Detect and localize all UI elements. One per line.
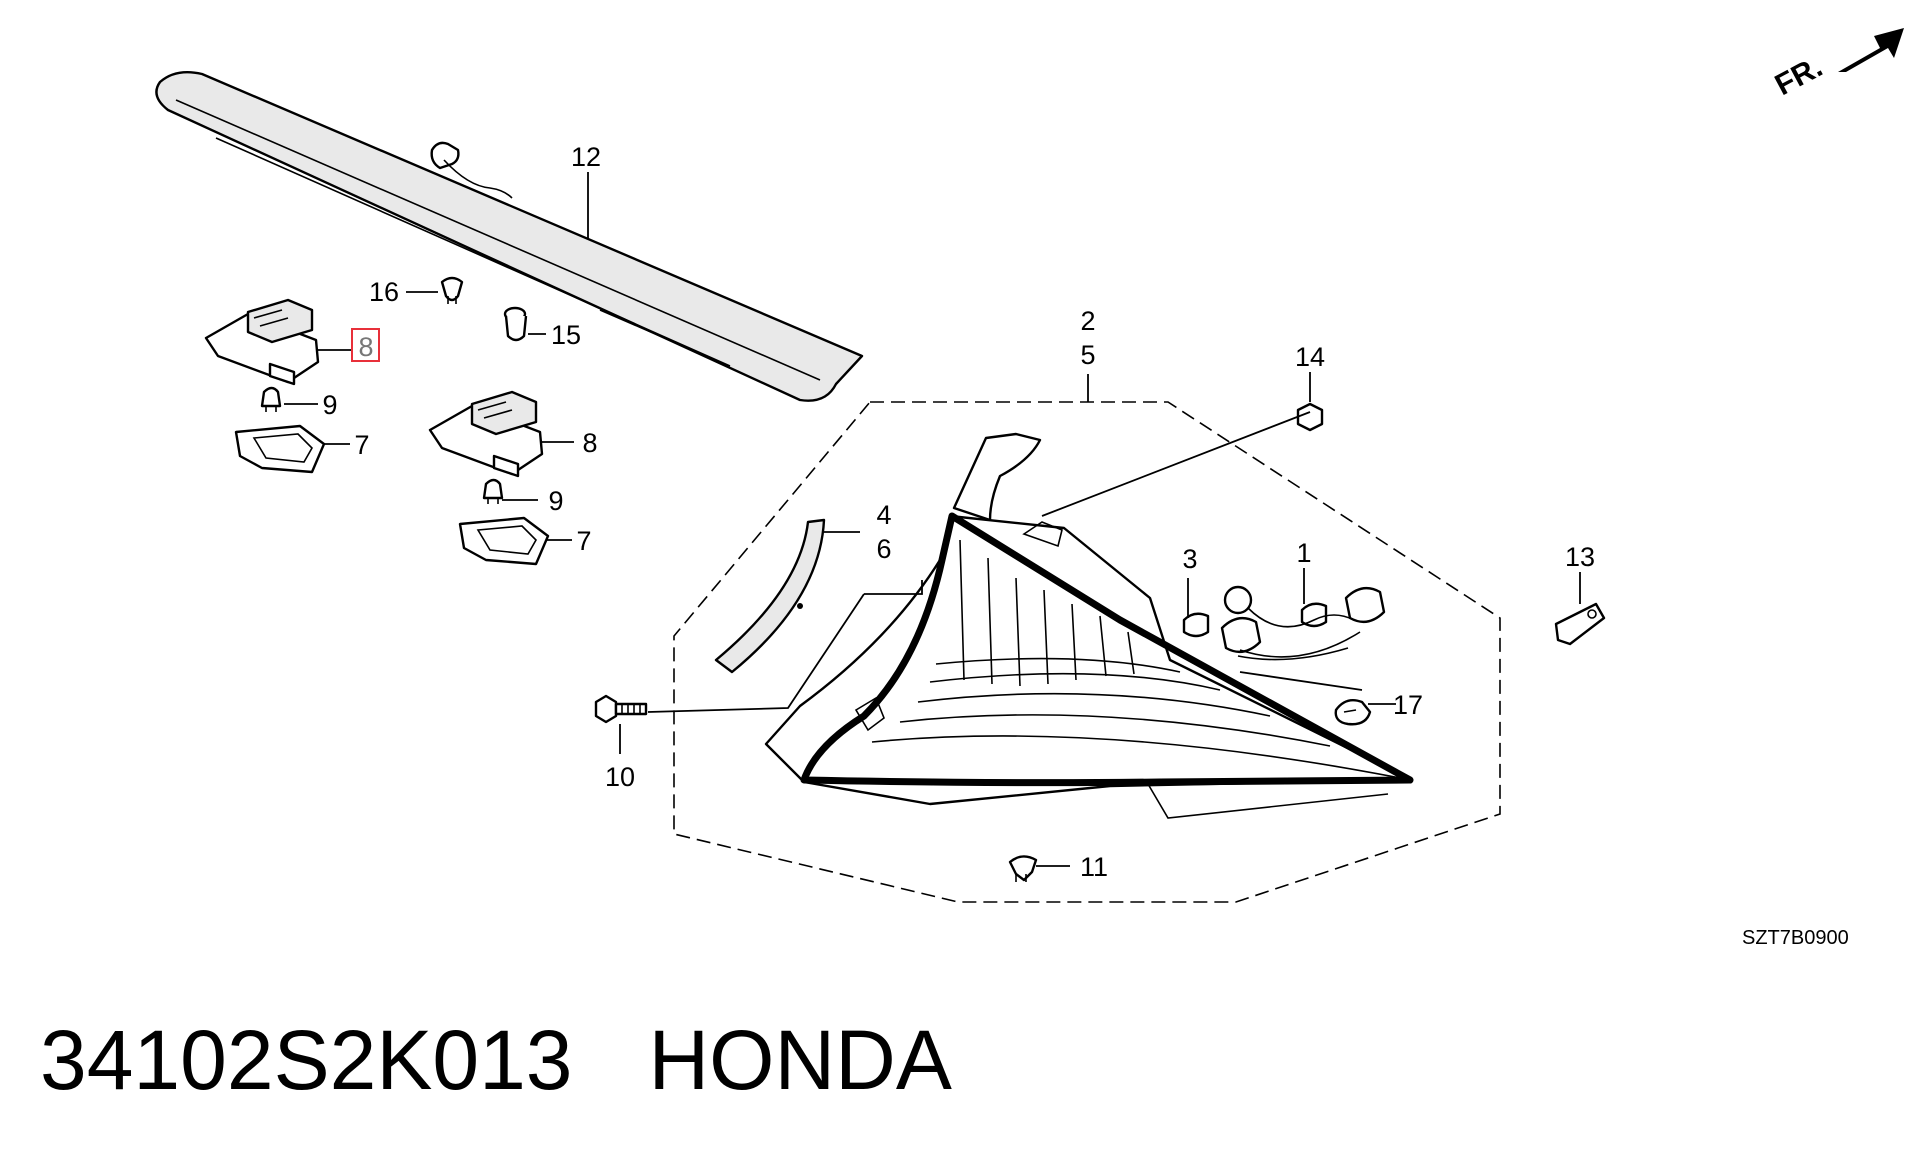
callout-11[interactable]: 11 — [1080, 852, 1108, 882]
callout-10[interactable]: 12 — [571, 142, 601, 172]
front-direction-indicator: FR. — [1770, 28, 1904, 102]
callout-leader-lines — [284, 172, 1581, 867]
callout-12[interactable]: 10 — [605, 762, 635, 792]
part-8-license-lamp-lower — [428, 390, 544, 478]
part-2-5-tail-lamp-assembly — [764, 432, 1414, 819]
callout-9-upper[interactable]: 9 — [322, 390, 337, 420]
callout-3[interactable]: 3 — [1182, 544, 1197, 574]
highlight-box — [351, 328, 380, 362]
callout-9-lower[interactable]: 9 — [548, 486, 563, 516]
callout-6[interactable]: 6 — [876, 534, 891, 564]
part-8-license-lamp-upper — [204, 298, 320, 386]
part-number: 34102S2K013 — [40, 1013, 573, 1107]
callout-7-upper[interactable]: 7 — [354, 430, 369, 460]
part-1-3-17-socket-harness — [1182, 585, 1386, 726]
diagram-code: SZT7B0900 — [1742, 927, 1849, 949]
callout-17[interactable]: 17 — [1393, 690, 1423, 720]
front-direction-label: FR. — [1770, 50, 1828, 102]
callout-labels: 12 16 15 8 9 7 8 9 7 2 5 14 4 6 3 1 13 1… — [322, 142, 1595, 882]
part-11-fastener — [1008, 855, 1038, 882]
part-16-clip — [440, 276, 464, 304]
callout-4[interactable]: 4 — [876, 500, 891, 530]
callout-1[interactable]: 1 — [1296, 538, 1311, 568]
part-7-lens-upper — [234, 424, 326, 474]
part-7-lens-lower — [458, 516, 550, 566]
callout-8-lower[interactable]: 8 — [582, 428, 597, 458]
callout-13[interactable]: 15 — [551, 320, 581, 350]
brand-name: HONDA — [648, 1013, 952, 1107]
callout-16[interactable]: 16 — [369, 277, 399, 307]
front-arrow-icon — [1838, 28, 1904, 72]
part-14-nut — [1296, 402, 1324, 432]
part-4-6-trim-strip — [714, 518, 826, 674]
callout-14[interactable]: 14 — [1295, 342, 1325, 372]
part-9-bulb-upper — [260, 386, 282, 412]
part-9-bulb-lower — [482, 478, 504, 504]
callout-5[interactable]: 5 — [1080, 340, 1095, 370]
callout-7-lower[interactable]: 7 — [576, 526, 591, 556]
part-15-clip — [1554, 602, 1606, 646]
assembly-boundary-outline — [673, 401, 1501, 903]
callout-15[interactable]: 13 — [1565, 542, 1595, 572]
part-13-grommet — [503, 306, 528, 342]
part-10-garnish-strip — [155, 71, 864, 402]
callout-2[interactable]: 2 — [1080, 306, 1095, 336]
part-12-bolt — [594, 694, 648, 724]
part-caption: 34102S2K013 HONDA — [40, 1010, 952, 1110]
callout-8-highlighted[interactable]: 8 — [358, 332, 373, 362]
